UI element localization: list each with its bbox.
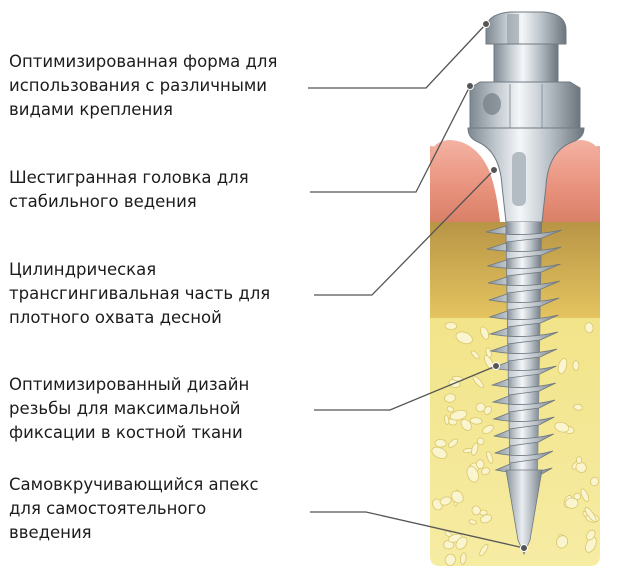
label-hex-head-line-2: стабильного ведения <box>9 190 249 214</box>
leader-point-collar <box>491 167 498 174</box>
implant-neck <box>494 44 558 82</box>
label-self-tapping-apex: Самовкручивающийся апекс для самостоятел… <box>9 473 259 545</box>
leader-point-form <box>483 21 490 28</box>
label-thread-design-line-2: резьбы для максимальной <box>9 397 249 421</box>
label-optimized-form-line-2: использования с различными <box>9 74 277 98</box>
bone-pore <box>576 456 582 463</box>
label-transgingival-line-3: плотного охвата десной <box>9 306 270 330</box>
label-hex-head-line-1: Шестигранная головка для <box>9 166 249 190</box>
leader-line-form <box>308 24 486 88</box>
leader-point-hex <box>467 83 474 90</box>
label-thread-design-line-3: фиксации в костной ткани <box>9 421 249 445</box>
bone-pore <box>573 361 579 371</box>
label-apex-line-1: Самовкручивающийся апекс <box>9 473 259 497</box>
label-optimized-form: Оптимизированная форма для использования… <box>9 50 277 122</box>
label-optimized-form-line-1: Оптимизированная форма для <box>9 50 277 74</box>
leader-point-thread <box>493 363 500 370</box>
label-hex-head: Шестигранная головка для стабильного вед… <box>9 166 249 214</box>
implant-top-cap <box>486 12 566 44</box>
label-apex-line-3: введения <box>9 521 259 545</box>
label-transgingival-line-2: трансгингивальная часть для <box>9 282 270 306</box>
bone-pore <box>435 439 447 447</box>
bone-pore <box>565 498 578 509</box>
bone-pore <box>445 322 457 329</box>
bone-pore <box>476 403 485 412</box>
label-apex-line-2: для самостоятельного <box>9 497 259 521</box>
label-transgingival-line-1: Цилиндрическая <box>9 258 270 282</box>
label-thread-design-line-1: Оптимизированный дизайн <box>9 373 249 397</box>
label-optimized-form-line-3: видами крепления <box>9 98 277 122</box>
leader-point-apex <box>521 545 528 552</box>
label-transgingival-part: Цилиндрическая трансгингивальная часть д… <box>9 258 270 330</box>
label-thread-design: Оптимизированный дизайн резьбы для макси… <box>9 373 249 445</box>
